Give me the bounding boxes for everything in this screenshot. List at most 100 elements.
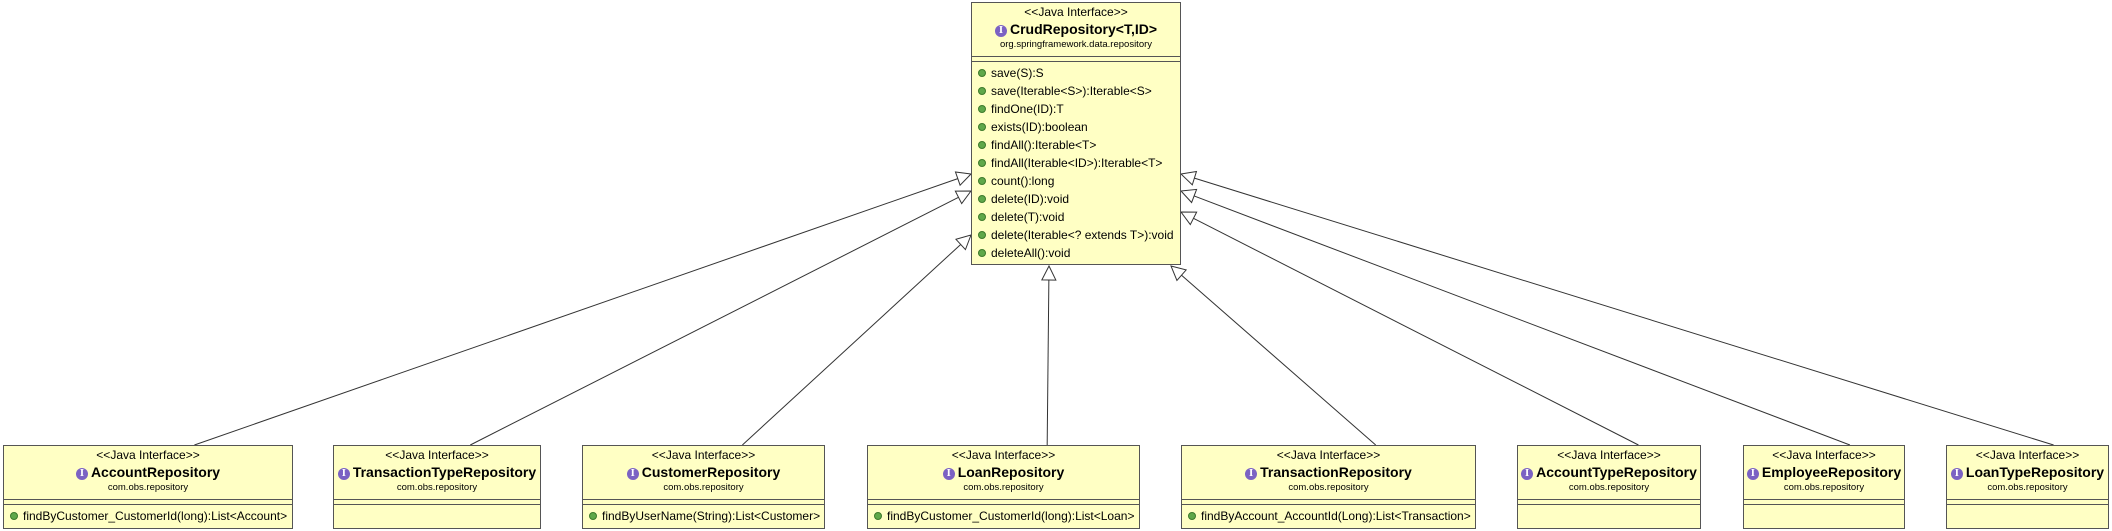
- operation-signature: findByCustomer_CustomerId(long):List<Loa…: [887, 509, 1135, 523]
- operations-separator: [1947, 504, 2108, 505]
- attributes-compartment: [868, 499, 1139, 504]
- operation-item[interactable]: delete(ID):void: [978, 190, 1180, 208]
- package-label: org.springframework.data.repository: [999, 39, 1153, 50]
- public-method-icon: [589, 512, 597, 520]
- public-method-icon: [978, 141, 986, 149]
- operations-compartment: findByAccount_AccountId(Long):List<Trans…: [1182, 505, 1475, 527]
- stereotype-label: <<Java Interface>>: [1772, 448, 1876, 462]
- generalization-line: [1194, 177, 2054, 446]
- interface-icon: I: [942, 468, 955, 480]
- operation-signature: deleteAll():void: [991, 246, 1071, 260]
- operations-separator: [972, 61, 1180, 62]
- package-label: com.obs.repository: [1288, 482, 1369, 493]
- generalization-line: [1046, 279, 1050, 446]
- interface-name: AccountTypeRepository: [1536, 464, 1697, 480]
- public-method-icon: [874, 512, 882, 520]
- public-method-icon: [978, 213, 986, 221]
- public-method-icon: [1188, 512, 1196, 520]
- operation-item[interactable]: findOne(ID):T: [978, 100, 1180, 118]
- operation-item[interactable]: findByAccount_AccountId(Long):List<Trans…: [1188, 507, 1475, 525]
- operation-item[interactable]: save(S):S: [978, 64, 1180, 82]
- generalization-arrowhead: [1041, 264, 1057, 281]
- package-label: com.obs.repository: [107, 482, 189, 493]
- public-method-icon: [978, 123, 986, 131]
- interface-name: AccountRepository: [90, 464, 221, 480]
- package-label: com.obs.repository: [963, 482, 1044, 493]
- operations-separator: [868, 504, 1139, 505]
- operation-signature: save(Iterable<S>):Iterable<S>: [991, 84, 1152, 98]
- attributes-compartment: [1182, 499, 1475, 504]
- generalization-arrowhead: [954, 190, 972, 205]
- public-method-icon: [978, 195, 986, 203]
- operation-signature: save(S):S: [991, 66, 1044, 80]
- generalization-line: [1193, 217, 1639, 446]
- generalization-arrowhead: [1170, 265, 1188, 282]
- operations-separator: [4, 504, 292, 505]
- interface-icon: I: [994, 25, 1007, 37]
- interface-icon: I: [75, 468, 88, 480]
- generalization-arrowhead: [1179, 170, 1198, 186]
- attributes-compartment: [1947, 499, 2108, 504]
- operation-signature: delete(T):void: [991, 210, 1065, 224]
- generalization-arrowhead: [1180, 211, 1198, 226]
- operation-signature: delete(Iterable<? extends T>):void: [991, 228, 1174, 242]
- public-method-icon: [978, 87, 986, 95]
- stereotype-label: <<Java Interface>>: [951, 448, 1056, 462]
- operation-item[interactable]: deleteAll():void: [978, 244, 1180, 262]
- attributes-compartment: [4, 499, 292, 504]
- operation-item[interactable]: findByCustomer_CustomerId(long):List<Loa…: [874, 507, 1139, 525]
- operation-item[interactable]: count():long: [978, 172, 1180, 190]
- operation-signature: findByAccount_AccountId(Long):List<Trans…: [1201, 509, 1471, 523]
- generalization-line: [1193, 195, 1851, 446]
- package-label: com.obs.repository: [1987, 482, 2068, 493]
- interface-name: EmployeeRepository: [1761, 464, 1902, 480]
- interface-icon: I: [626, 468, 639, 480]
- generalization-line: [470, 196, 959, 446]
- public-method-icon: [978, 105, 986, 113]
- operation-signature: exists(ID):boolean: [991, 120, 1088, 134]
- operations-compartment: findByCustomer_CustomerId(long):List<Acc…: [4, 505, 292, 527]
- generalization-arrowhead: [1179, 188, 1198, 204]
- operation-item[interactable]: findAll():Iterable<T>: [978, 136, 1180, 154]
- operation-item[interactable]: findByCustomer_CustomerId(long):List<Acc…: [10, 507, 292, 525]
- operation-item[interactable]: findByUserName(String):List<Customer>: [589, 507, 824, 525]
- interface-name: LoanTypeRepository: [1965, 464, 2105, 480]
- stereotype-label: <<Java Interface>>: [385, 448, 489, 462]
- attributes-compartment: [583, 499, 824, 504]
- generalization-arrowhead: [954, 171, 973, 187]
- stereotype-label: <<Java Interface>>: [96, 448, 200, 462]
- operation-item[interactable]: delete(Iterable<? extends T>):void: [978, 226, 1180, 244]
- package-label: com.obs.repository: [1568, 482, 1650, 493]
- operation-signature: findAll():Iterable<T>: [991, 138, 1097, 152]
- operation-item[interactable]: exists(ID):boolean: [978, 118, 1180, 136]
- attributes-compartment: [1518, 499, 1700, 504]
- interface-icon: I: [1746, 468, 1759, 480]
- public-method-icon: [978, 231, 986, 239]
- operation-signature: findByCustomer_CustomerId(long):List<Acc…: [23, 509, 288, 523]
- public-method-icon: [978, 177, 986, 185]
- public-method-icon: [978, 249, 986, 257]
- operations-separator: [1744, 504, 1904, 505]
- generalization-line: [742, 244, 962, 446]
- operation-item[interactable]: save(Iterable<S>):Iterable<S>: [978, 82, 1180, 100]
- operation-item[interactable]: delete(T):void: [978, 208, 1180, 226]
- operations-separator: [583, 504, 824, 505]
- stereotype-label: <<Java Interface>>: [651, 448, 756, 462]
- stereotype-label: <<Java Interface>>: [1276, 448, 1381, 462]
- interface-icon: I: [1521, 468, 1534, 480]
- operations-compartment: findByCustomer_CustomerId(long):List<Loa…: [868, 505, 1139, 527]
- operations-compartment: findByUserName(String):List<Customer>: [583, 505, 824, 527]
- public-method-icon: [10, 512, 18, 520]
- interface-name: CustomerRepository: [641, 464, 781, 480]
- operation-item[interactable]: findAll(Iterable<ID>):Iterable<T>: [978, 154, 1180, 172]
